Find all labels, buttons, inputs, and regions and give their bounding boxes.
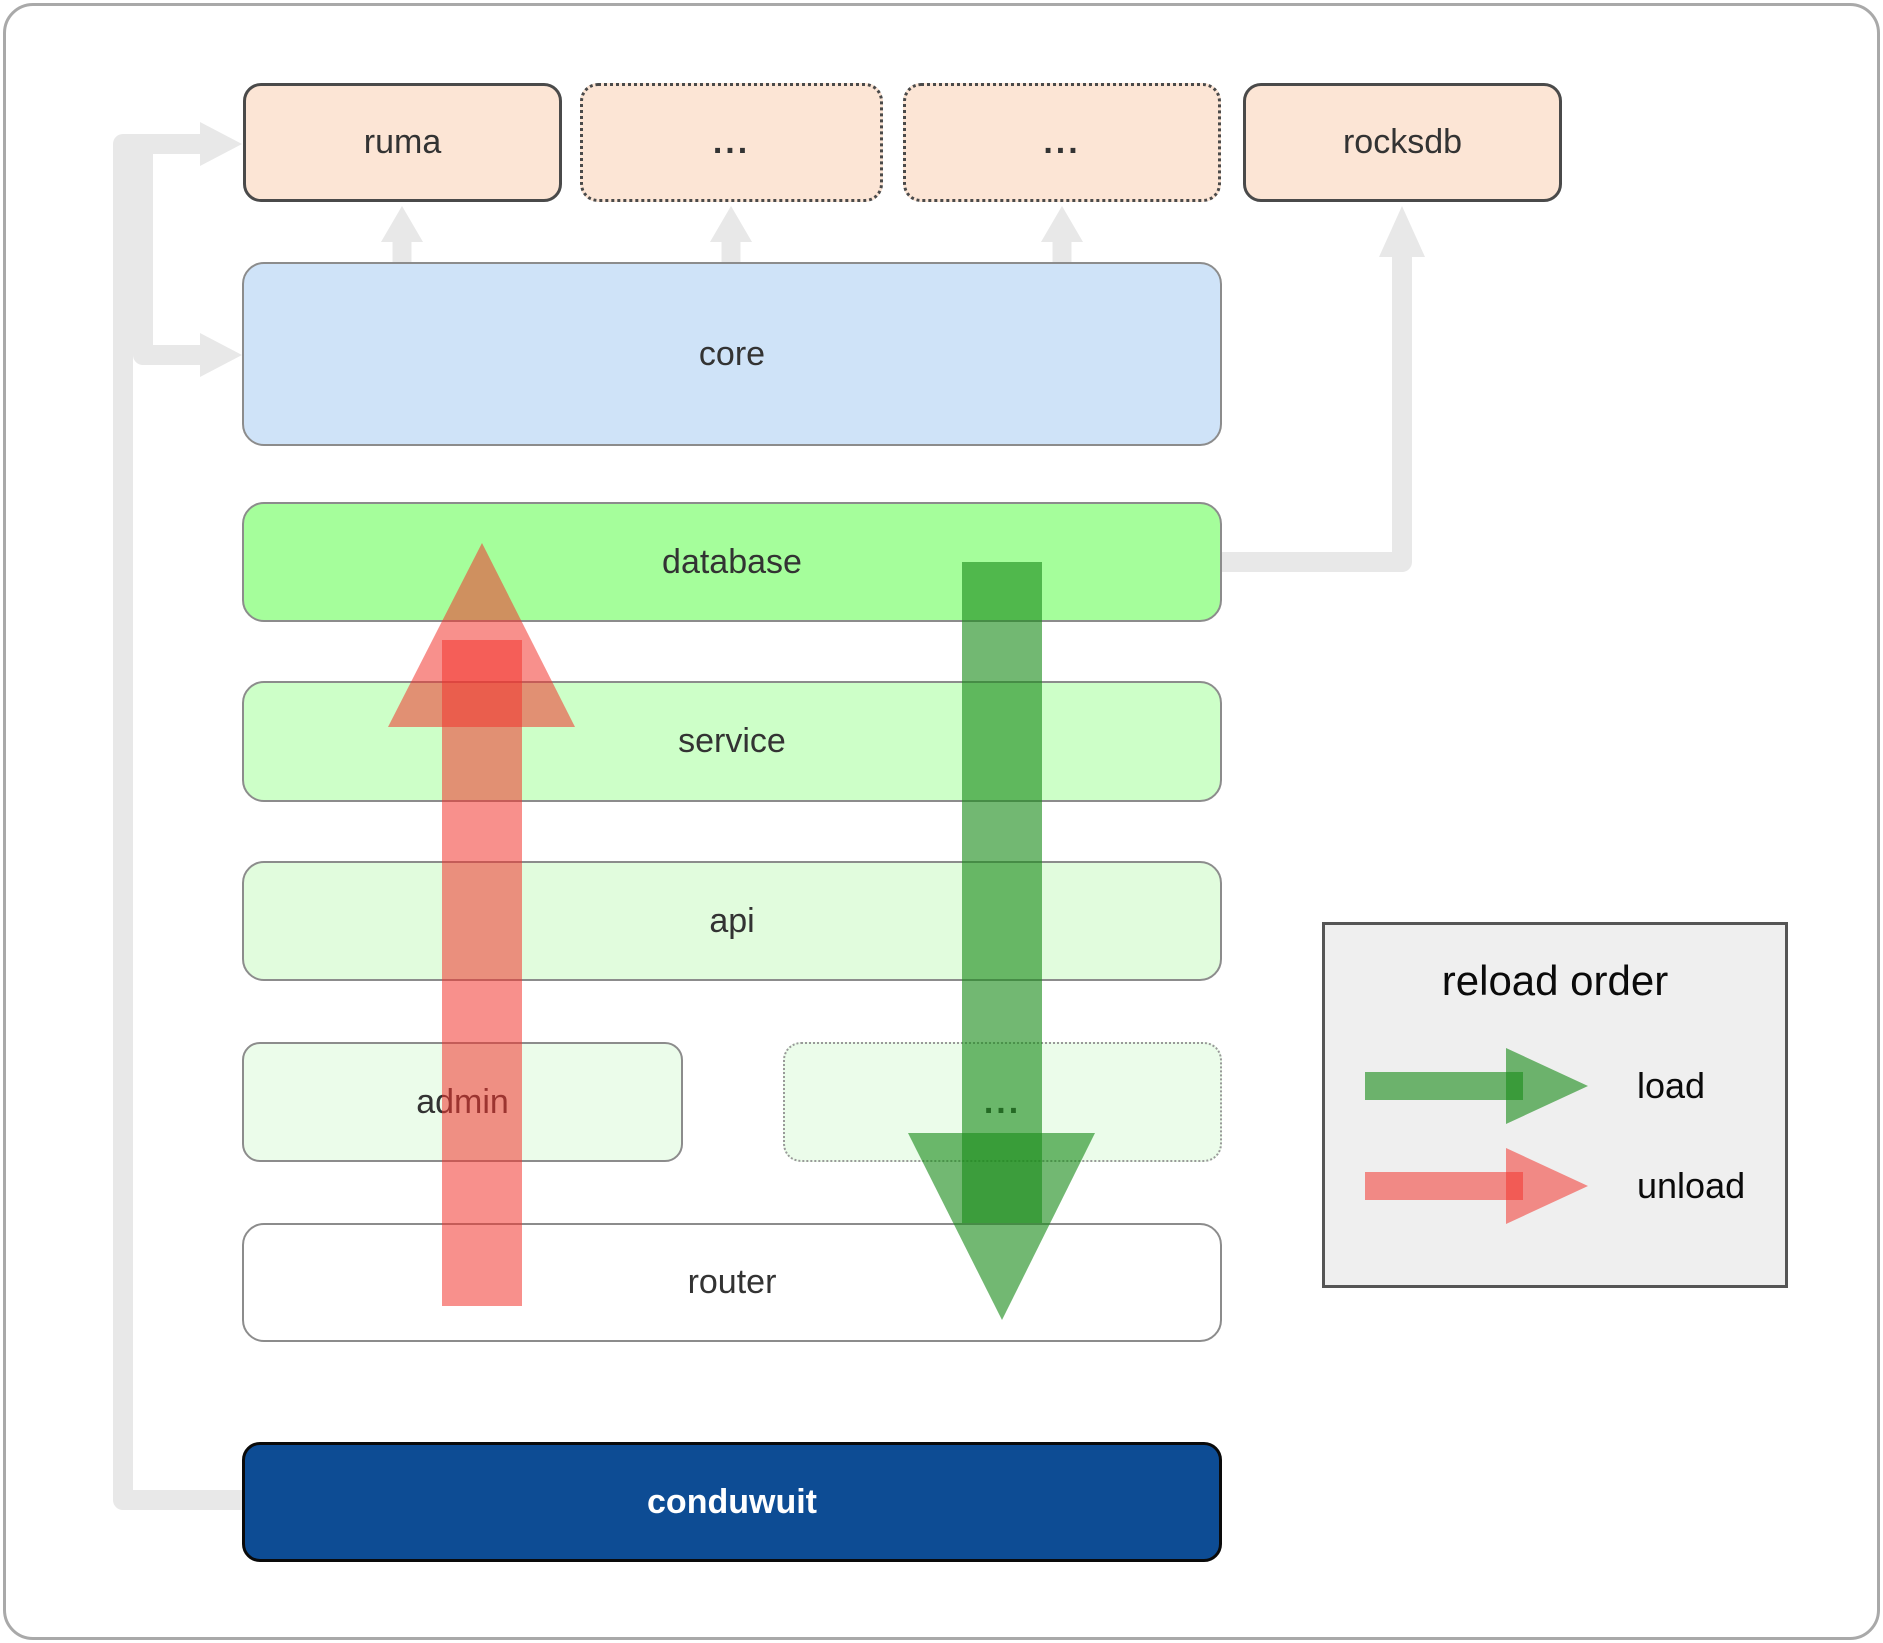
legend-item-load: load	[1363, 1046, 1705, 1126]
edge-core-ext1	[710, 206, 752, 263]
unload-arrow-icon	[1365, 1148, 1588, 1224]
arrowhead-up-icon	[710, 206, 752, 242]
node-label: router	[687, 1263, 777, 1301]
edge-core-ruma	[381, 206, 423, 263]
load-arrow-icon	[1365, 1048, 1588, 1124]
load-arrow	[908, 562, 1095, 1320]
arrowhead-rocksdb-icon	[1379, 206, 1425, 257]
node-api: api	[242, 861, 1222, 981]
node-label: database	[662, 542, 802, 581]
node-database: database	[242, 502, 1222, 622]
node-label: rocksdb	[1342, 123, 1463, 161]
node-label: conduwuit	[647, 1482, 817, 1521]
node-conduwuit: conduwuit	[242, 1442, 1222, 1562]
load-arrowhead-icon	[908, 1133, 1095, 1320]
node-rocksdb: rocksdb	[1243, 83, 1562, 202]
legend-unload-label: unload	[1637, 1165, 1746, 1206]
arrowhead-up-icon	[381, 206, 423, 242]
legend: reload order load unload	[1322, 922, 1788, 1288]
node-ruma: ruma	[243, 83, 562, 202]
edge-database-rocksdb	[1222, 255, 1412, 572]
unload-arrow	[388, 543, 575, 1306]
node-label: api	[709, 901, 755, 940]
unload-arrowhead-icon	[388, 543, 575, 727]
arrowhead-ruma-icon	[200, 122, 242, 166]
node-ellipsis-top-2: ...	[903, 83, 1221, 202]
arrowhead-up-icon	[1041, 206, 1083, 242]
arrowhead-core-icon	[200, 333, 242, 377]
node-label: core	[698, 334, 766, 373]
legend-item-unload: unload	[1363, 1146, 1745, 1226]
node-core: core	[242, 262, 1222, 446]
node-router: router	[242, 1223, 1222, 1342]
legend-title: reload order	[1441, 957, 1669, 1004]
node-label: ...	[712, 123, 751, 161]
edge-conduwuit-core	[133, 150, 202, 365]
legend-load-label: load	[1637, 1065, 1706, 1106]
edge-core-ext2	[1041, 206, 1083, 263]
edge-conduwuit-ruma	[113, 134, 242, 1510]
node-label: ...	[1043, 123, 1081, 161]
node-ellipsis-top-1: ...	[580, 83, 883, 202]
node-label: ruma	[363, 123, 442, 161]
node-label: service	[678, 722, 786, 760]
